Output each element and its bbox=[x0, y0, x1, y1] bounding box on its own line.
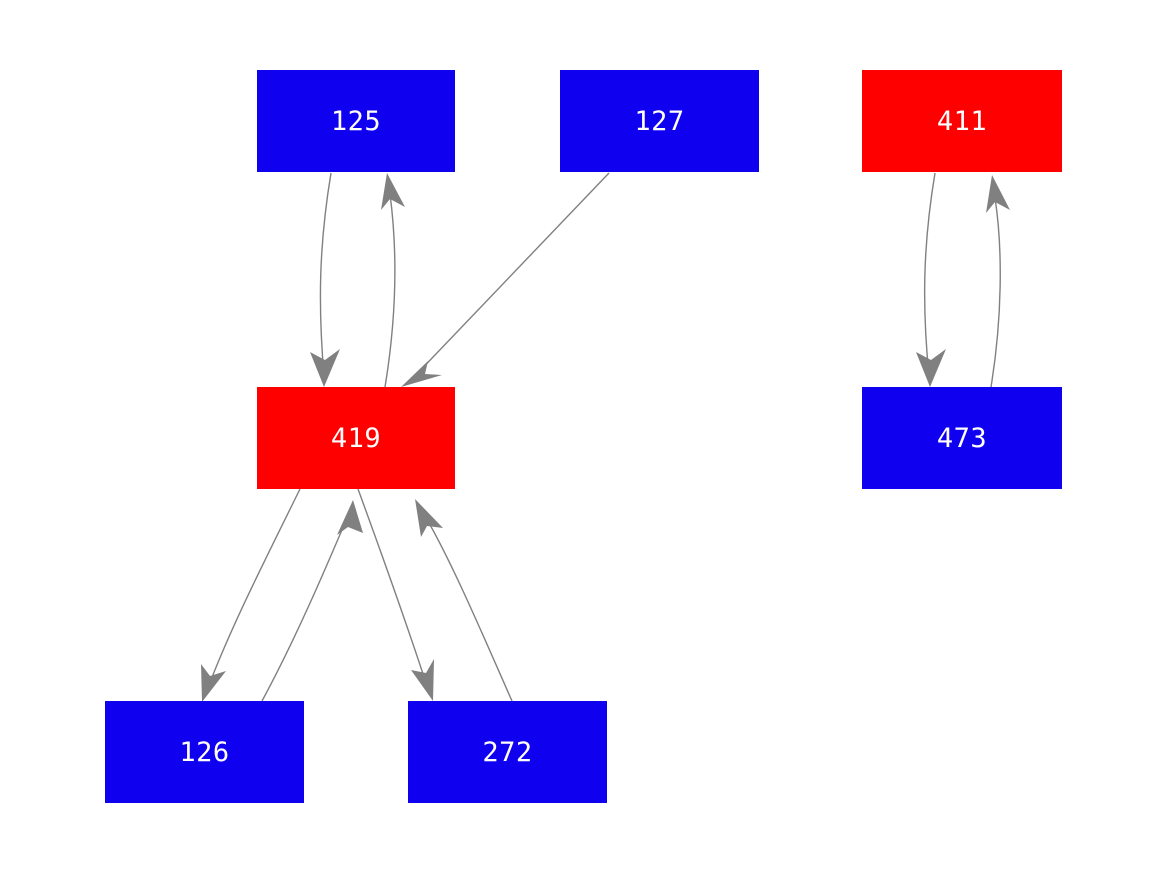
arrow-head-icon bbox=[986, 175, 1010, 213]
edge-411-to-473 bbox=[916, 172, 946, 387]
edge-419-to-272 bbox=[357, 488, 434, 701]
edge-line bbox=[412, 172, 610, 379]
graph-node-label: 272 bbox=[482, 736, 533, 768]
edge-line bbox=[261, 517, 348, 702]
graph-node-272[interactable]: 272 bbox=[408, 701, 607, 803]
graph-node-411[interactable]: 411 bbox=[862, 70, 1062, 172]
arrow-head-icon bbox=[916, 349, 946, 387]
arrow-head-icon bbox=[401, 361, 442, 387]
edge-125-to-419 bbox=[310, 172, 340, 387]
arrow-head-icon bbox=[415, 499, 443, 537]
arrow-head-icon bbox=[411, 659, 434, 701]
graph-node-label: 411 bbox=[936, 105, 988, 137]
edge-126-to-419 bbox=[261, 500, 363, 702]
arrow-head-icon bbox=[381, 173, 405, 210]
arrow-head-icon bbox=[337, 500, 363, 535]
graph-node-label: 419 bbox=[330, 422, 382, 454]
arrow-head-icon bbox=[201, 664, 226, 702]
edge-419-to-125 bbox=[381, 173, 405, 388]
edge-127-to-419 bbox=[401, 172, 610, 387]
graph-node-419[interactable]: 419 bbox=[257, 387, 455, 489]
graph-node-label: 126 bbox=[179, 736, 230, 768]
edge-line bbox=[424, 515, 513, 702]
edge-line bbox=[208, 488, 301, 686]
edge-line bbox=[384, 193, 396, 388]
edge-line bbox=[319, 172, 332, 377]
graph-node-127[interactable]: 127 bbox=[560, 70, 759, 172]
graph-node-label: 473 bbox=[936, 422, 988, 454]
edge-line bbox=[923, 172, 936, 377]
graph-node-label: 127 bbox=[634, 105, 685, 137]
edge-line bbox=[990, 197, 1001, 388]
graph-node-125[interactable]: 125 bbox=[257, 70, 455, 172]
edge-line bbox=[357, 488, 427, 684]
graph-node-label: 125 bbox=[330, 105, 382, 137]
edge-419-to-126 bbox=[201, 488, 301, 702]
edge-473-to-411 bbox=[986, 175, 1010, 388]
edge-272-to-419 bbox=[415, 499, 513, 702]
graph-node-473[interactable]: 473 bbox=[862, 387, 1062, 489]
graph-node-126[interactable]: 126 bbox=[105, 701, 304, 803]
arrow-head-icon bbox=[310, 349, 340, 387]
